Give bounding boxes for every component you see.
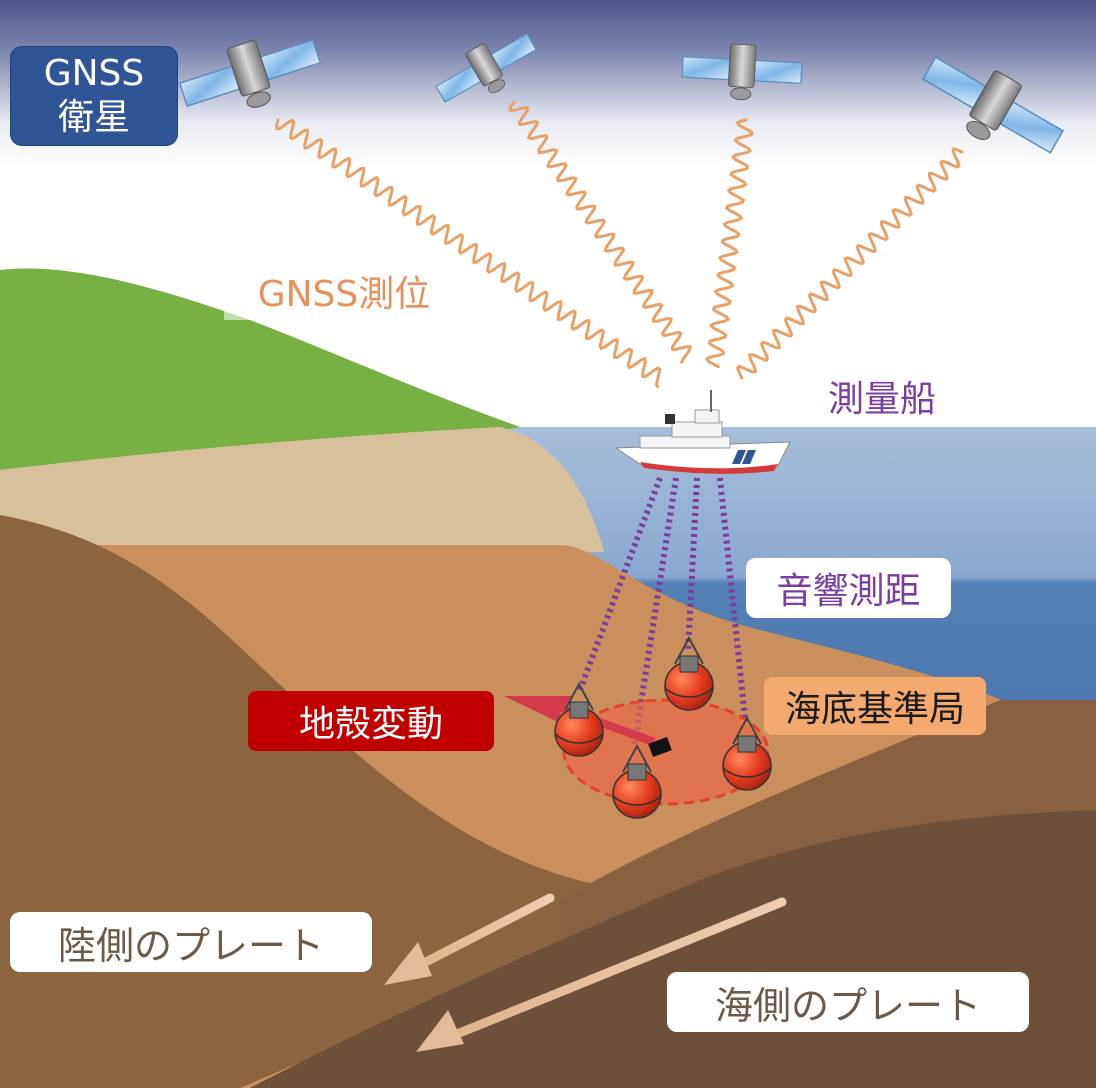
seafloor-transponder-icon bbox=[722, 715, 772, 791]
gnss-signal-2 bbox=[507, 100, 692, 364]
gnss-positioning-label: GNSS測位 bbox=[224, 262, 464, 320]
gnss-signal-1 bbox=[275, 118, 662, 388]
satellite-icon bbox=[681, 43, 803, 101]
satellite-icon bbox=[178, 39, 322, 108]
displacement-arrow-icon bbox=[504, 696, 656, 745]
seafloor-transponder-icon bbox=[612, 743, 662, 819]
acoustic-signal-3 bbox=[685, 477, 700, 653]
center-marker bbox=[648, 737, 672, 757]
acoustic-signals bbox=[577, 476, 748, 749]
gnss-signal-3 bbox=[704, 118, 754, 369]
acoustic-ranging-label: 音響測距 bbox=[746, 558, 951, 618]
survey-ship-icon bbox=[614, 390, 791, 474]
seafloor-transponder-icon bbox=[554, 681, 604, 757]
gnss-satellite-label-line2: 衛星 bbox=[57, 97, 130, 138]
gnss-signal-4 bbox=[735, 147, 964, 380]
survey-ship-label: 測量船 bbox=[800, 368, 964, 424]
plate-motion-arrow-icon bbox=[416, 897, 787, 1052]
seafloor-station-label: 海底基準局 bbox=[764, 677, 986, 735]
acoustic-signal-4 bbox=[717, 477, 748, 719]
acoustic-signal-1 bbox=[577, 476, 663, 692]
gnss-signals bbox=[275, 100, 964, 388]
ocean-plate-label: 海側のプレート bbox=[667, 972, 1029, 1032]
satellite-icon bbox=[921, 56, 1065, 154]
coastal-slope bbox=[0, 427, 604, 560]
plate-motion-arrow-icon bbox=[384, 893, 555, 985]
land-plate-label: 陸側のプレート bbox=[10, 912, 372, 972]
satellite-icon bbox=[435, 33, 537, 103]
gnss-satellite-label-line1: GNSS bbox=[43, 53, 145, 94]
seafloor-transponder-icon bbox=[664, 635, 714, 711]
gnss-satellite-label: GNSS 衛星 bbox=[10, 46, 178, 146]
crustal-deformation-label: 地殻変動 bbox=[248, 691, 494, 751]
